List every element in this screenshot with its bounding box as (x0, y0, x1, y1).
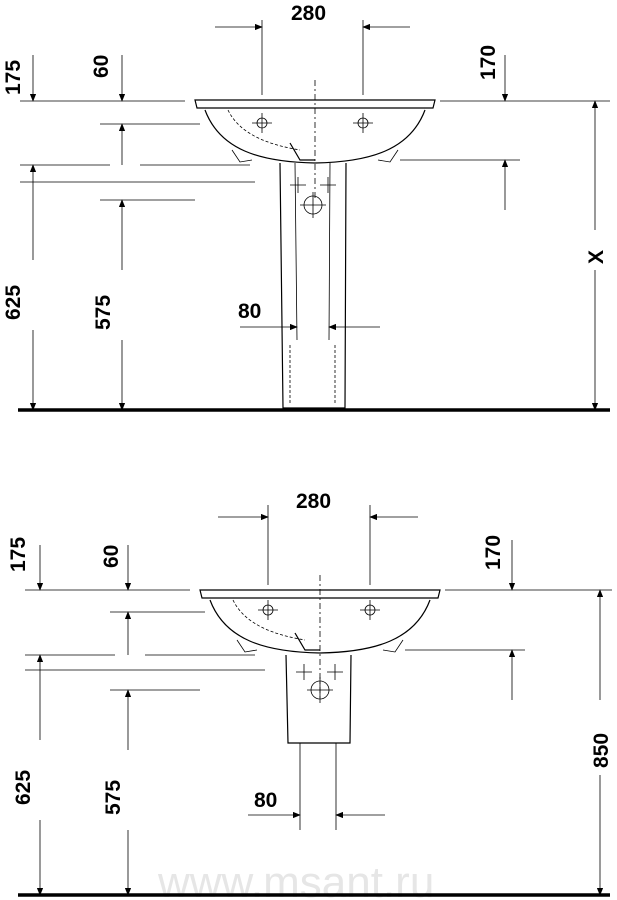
dim-top-left: 175 (2, 60, 25, 95)
dim-overflow: 60 (90, 55, 113, 78)
dim-pedestal-height: 575 (92, 295, 115, 330)
pedestal (279, 162, 347, 409)
dim-pedestal-width: 80 (254, 789, 277, 812)
semi-pedestal (285, 654, 352, 830)
semi-pedestal-view: 280 175 60 625 575 170 850 80 (7, 490, 613, 897)
dim-top-right: 170 (482, 535, 505, 570)
dim-pedestal-height: 575 (102, 780, 125, 815)
dim-pedestal-width: 80 (238, 300, 261, 323)
pedestal-view: 280 175 60 625 575 170 X 80 (2, 2, 610, 412)
dim-drain-height: 625 (12, 770, 35, 805)
washbasin (194, 99, 436, 164)
dim-height-x: X (585, 250, 608, 264)
washbasin (199, 589, 441, 654)
dim-rim-height: 850 (590, 733, 613, 768)
dim-drain-height: 625 (2, 285, 25, 320)
dim-tap-spacing: 280 (296, 490, 331, 513)
watermark: www.msant.ru (157, 858, 434, 900)
dim-top-right: 170 (477, 45, 500, 80)
dim-tap-spacing: 280 (291, 2, 326, 25)
dim-top-left: 175 (7, 537, 30, 572)
dim-overflow: 60 (100, 545, 123, 568)
